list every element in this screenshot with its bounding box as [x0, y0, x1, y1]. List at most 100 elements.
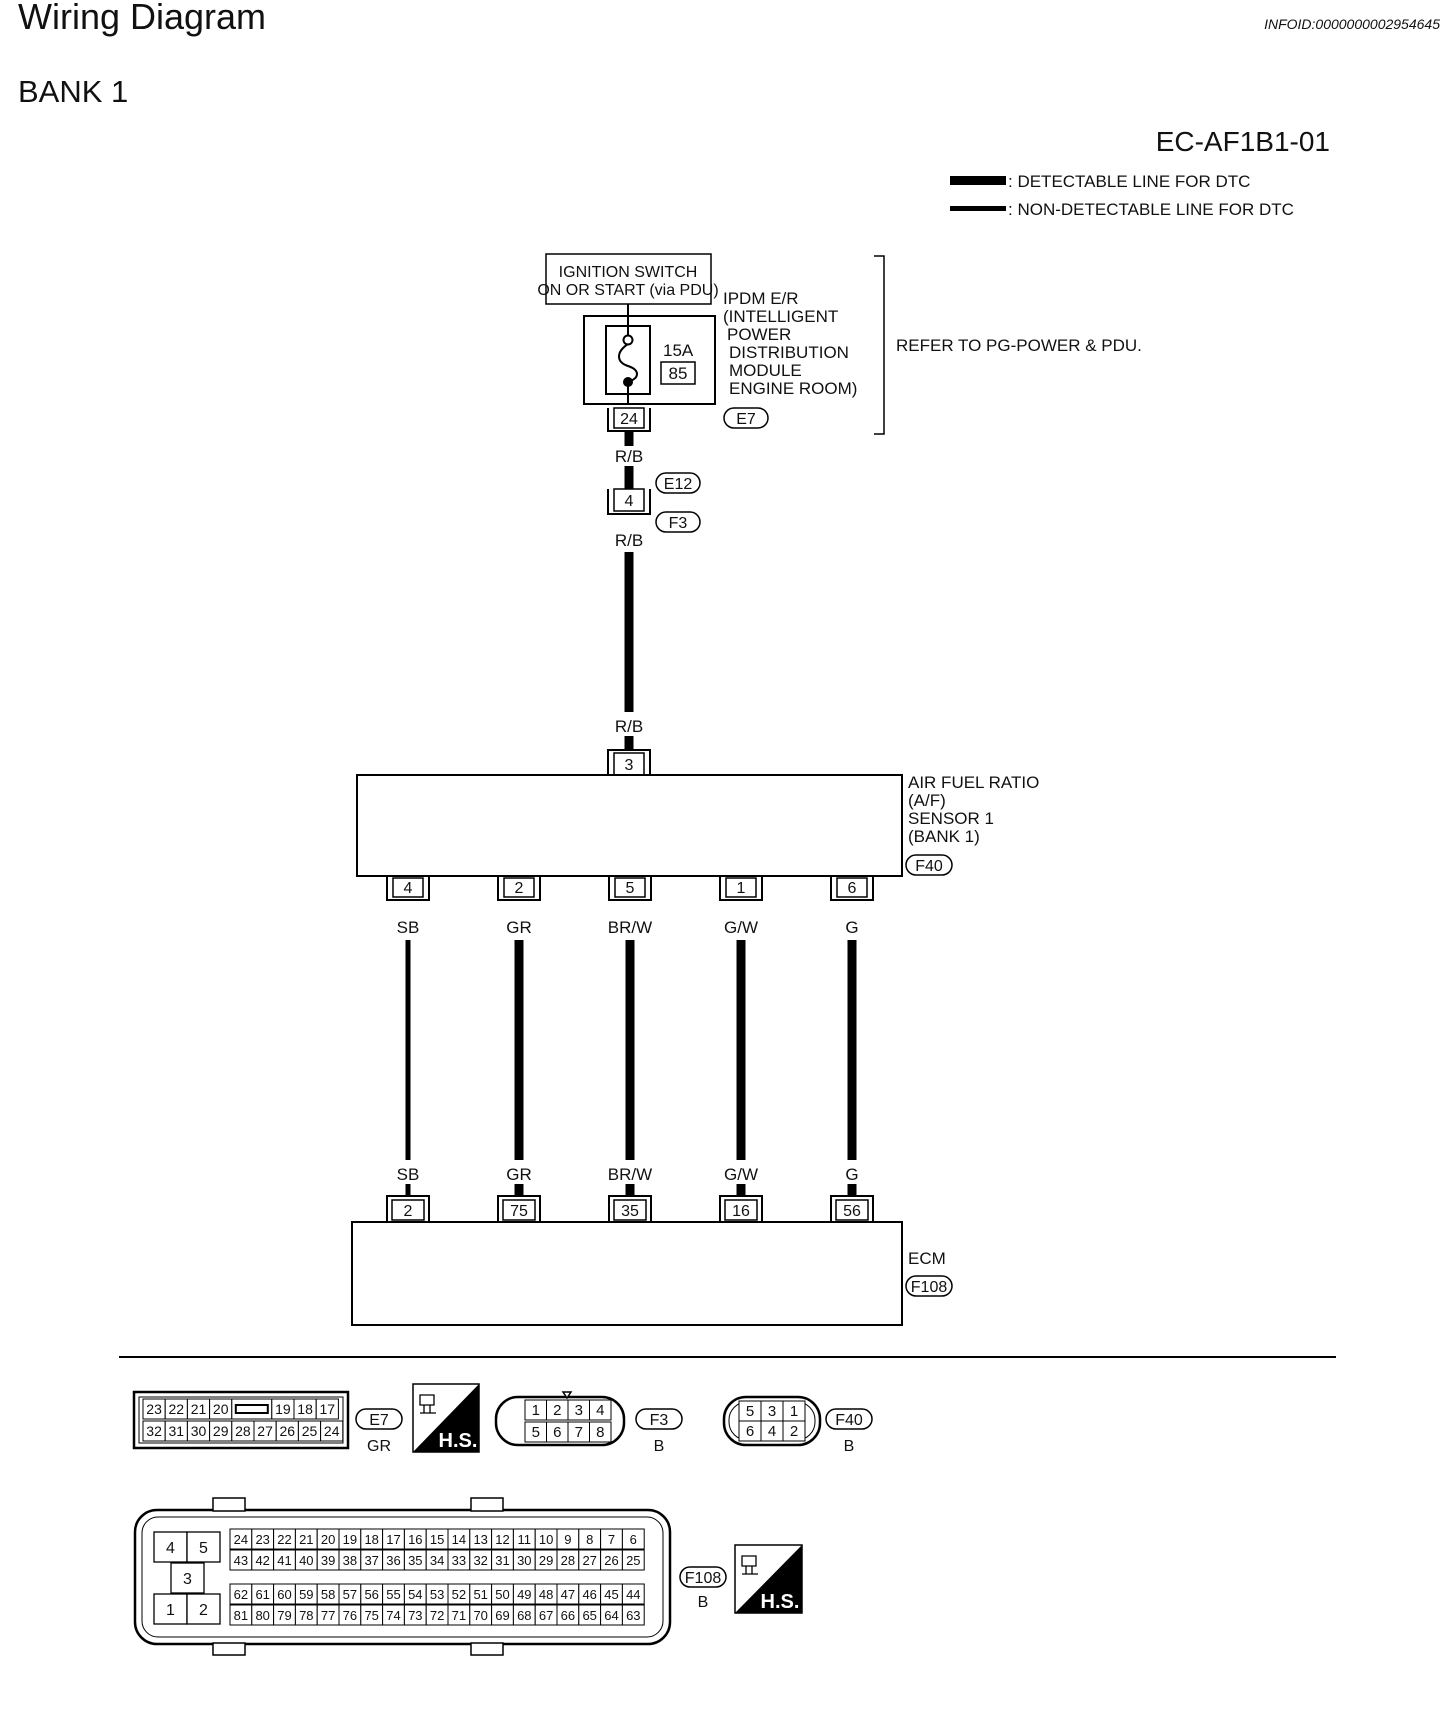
connector-pin-number: 1	[790, 1403, 798, 1420]
sensor-pin: 6	[848, 880, 857, 897]
connector-pin-number: 25	[626, 1553, 640, 1568]
connector-pin-number: 26	[280, 1423, 296, 1439]
connector-pin-number: 30	[191, 1423, 207, 1439]
hs-icon: H.S.	[734, 1544, 803, 1614]
connector-pin-number: 42	[255, 1553, 269, 1568]
wire-color-label: G/W	[724, 1165, 758, 1184]
ipdm-pin-box	[613, 407, 645, 429]
connector-pin-number: 81	[234, 1608, 248, 1623]
connector-pin-number: 13	[473, 1532, 487, 1547]
e7-connector-tag	[723, 407, 769, 429]
ignition-switch-box	[545, 253, 712, 305]
connector-pin-number: 6	[746, 1423, 754, 1440]
connector-pin-number: 5	[199, 1540, 208, 1557]
connector-pin-number: 19	[343, 1532, 357, 1547]
connector-pin-number: 62	[234, 1587, 248, 1602]
connector-pin-number: 1	[166, 1602, 175, 1619]
connector-pin-number: 6	[553, 1424, 561, 1441]
connector-pin-number: 6	[630, 1532, 637, 1547]
ecm-pin-box	[502, 1199, 536, 1221]
connector-pin-number: 31	[495, 1553, 509, 1568]
connector-pin-number: 76	[343, 1608, 357, 1623]
connector-pin-number: 43	[234, 1553, 248, 1568]
ignition-switch-condition: ON OR START (via PDU)	[537, 282, 718, 299]
connector-pin-number: 75	[364, 1608, 378, 1623]
connector-pin-number: 21	[299, 1532, 313, 1547]
legend-detectable-text: : DETECTABLE LINE FOR DTC	[1008, 172, 1250, 191]
ecm-pin-box	[724, 1199, 758, 1221]
ecm-pin-box	[391, 1199, 425, 1221]
connector-pin-number: 78	[299, 1608, 313, 1623]
connector-pin-number: 16	[408, 1532, 422, 1547]
connector-pin-number: 56	[364, 1587, 378, 1602]
connector-pin-number: 30	[517, 1553, 531, 1568]
wire-color-label: G/W	[724, 918, 758, 937]
connector-pin-number: 28	[235, 1423, 251, 1439]
connector-pin-number: 10	[539, 1532, 553, 1547]
connector-pin-number: 7	[575, 1424, 583, 1441]
connector-cell	[621, 1604, 645, 1626]
connector-pin-number: 12	[495, 1532, 509, 1547]
f108-view-tag	[679, 1566, 727, 1588]
connector-pin-number: 28	[561, 1553, 575, 1568]
sensor-top-pin: 3	[625, 757, 634, 774]
connector-pin-number: 24	[324, 1423, 340, 1439]
ipdm-pin: 24	[620, 411, 638, 428]
connector-pin-number: 2	[553, 1402, 561, 1419]
connector-pin-number: 33	[452, 1553, 466, 1568]
connector-pin-number: 77	[321, 1608, 335, 1623]
f108-connector-id: F108	[911, 1279, 948, 1296]
joint-pin: 4	[625, 493, 634, 510]
connector-pin-number: 18	[297, 1401, 313, 1417]
connector-pin-number: 32	[473, 1553, 487, 1568]
connector-pin-number: 9	[564, 1532, 571, 1547]
connector-pin-number: 65	[582, 1608, 596, 1623]
connector-pin-number: 5	[532, 1424, 540, 1441]
connector-pin-number: 29	[213, 1423, 229, 1439]
f40-connector-tag	[905, 854, 953, 876]
connector-pin-number: 68	[517, 1608, 531, 1623]
sensor-pin-box	[392, 877, 424, 898]
connector-pin-number: 23	[146, 1401, 162, 1417]
connector-pin-number: 50	[495, 1587, 509, 1602]
bank-subtitle: BANK 1	[18, 74, 129, 109]
connector-pin-number: 2	[199, 1602, 208, 1619]
sensor-pin: 4	[404, 880, 413, 897]
connector-pin-number: 61	[255, 1587, 269, 1602]
f3-connector-tag	[655, 511, 701, 533]
sensor-pin: 1	[737, 880, 746, 897]
connector-pin-number: 54	[408, 1587, 422, 1602]
connector-pin-number: 15	[430, 1532, 444, 1547]
ipdm-label: IPDM E/R (INTELLIGENT POWER DISTRIBUTION…	[723, 289, 857, 398]
connector-pin-number: 36	[386, 1553, 400, 1568]
hs-icon: H.S.	[412, 1383, 480, 1453]
ecm-pin-box	[835, 1199, 869, 1221]
connector-pin-number: 25	[302, 1423, 318, 1439]
connector-pin-number: 23	[255, 1532, 269, 1547]
connector-pin-number: 17	[386, 1532, 400, 1547]
sensor-pin: 2	[515, 880, 524, 897]
f3-view-id: F3	[650, 1412, 669, 1429]
connector-pin-number: 63	[626, 1608, 640, 1623]
svg-text:SENSOR 1: SENSOR 1	[908, 809, 994, 828]
connector-pin-number: 35	[408, 1553, 422, 1568]
connector-pin-number: 64	[604, 1608, 618, 1623]
connector-pin-number: 24	[234, 1532, 248, 1547]
wire-color-label: G	[845, 918, 858, 937]
svg-text:IPDM E/R: IPDM E/R	[723, 289, 799, 308]
ecm-pin: 75	[510, 1203, 528, 1220]
svg-text:(INTELLIGENT: (INTELLIGENT	[723, 307, 838, 326]
connector-pin-number: 58	[321, 1587, 335, 1602]
rb-wire-label-1: R/B	[615, 447, 643, 466]
connector-pin-number: 52	[452, 1587, 466, 1602]
info-id: INFOID:0000000002954645	[1264, 16, 1440, 32]
connector-pin-number: 26	[604, 1553, 618, 1568]
connector-pin-number: 55	[386, 1587, 400, 1602]
e7-connector-id: E7	[736, 411, 756, 428]
connector-pin-number: 4	[768, 1423, 776, 1440]
